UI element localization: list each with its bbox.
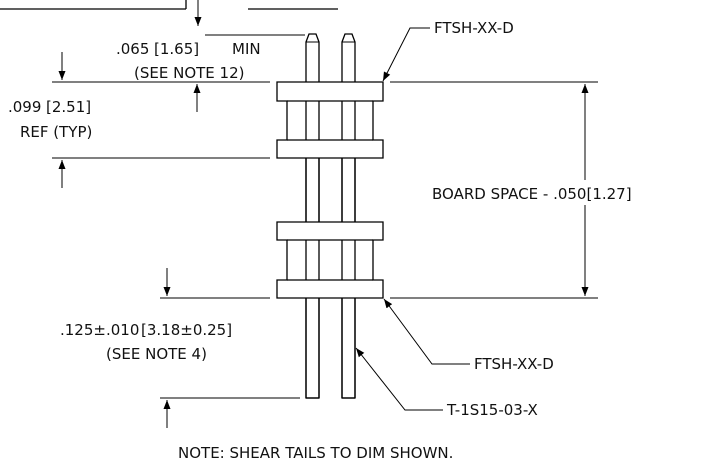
part-pins-label: T-1S15-03-X [446, 401, 538, 419]
part-bottom-label: FTSH-XX-D [474, 355, 554, 373]
header-bottom [276, 221, 384, 299]
leader-part-bottom [383, 298, 470, 365]
dim-min-note: (SEE NOTE 12) [134, 64, 244, 82]
dim-tail-value: .125±.010 [60, 321, 139, 339]
header-top [276, 81, 384, 159]
dim-min-metric: [1.65] [154, 40, 199, 58]
dim-min-value: .065 [116, 40, 149, 58]
part-top-label: FTSH-XX-D [434, 19, 514, 37]
footnote: NOTE: SHEAR TAILS TO DIM SHOWN. [178, 444, 453, 462]
dim-tail-note: (SEE NOTE 4) [106, 345, 207, 363]
dim-ref-metric: [2.51] [46, 98, 91, 116]
dim-tail-metric: [3.18±0.25] [141, 321, 232, 339]
dim-ref-value: .099 [8, 98, 41, 116]
dim-min-word: MIN [232, 40, 261, 58]
board-space-label: BOARD SPACE - .050[1.27] [432, 185, 632, 203]
leader-part-top [382, 27, 430, 82]
dim-ref-note: REF (TYP) [20, 123, 92, 141]
leader-part-pins [355, 347, 443, 411]
